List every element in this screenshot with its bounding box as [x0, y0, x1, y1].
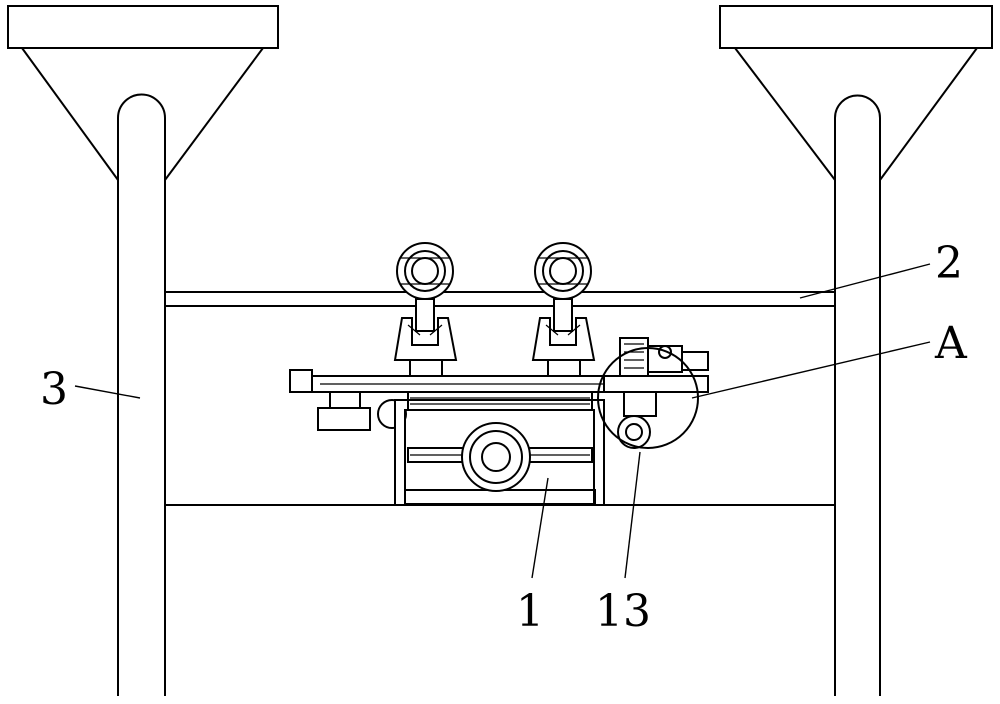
bracket-line: [407, 324, 421, 336]
roller-bracket: [393, 317, 458, 361]
left-top-plate: [7, 5, 279, 49]
roller-assembly-right: [531, 242, 596, 377]
roller-ring: [542, 250, 584, 292]
detail-a-circle: [597, 347, 699, 449]
rail-end-cap: [289, 369, 313, 393]
carriage-body: [394, 391, 605, 506]
left-funnel-left-edge: [21, 47, 119, 181]
bracket-line: [429, 324, 443, 336]
leader-3: [74, 385, 141, 399]
roller-ring: [404, 250, 446, 292]
carriage-frame: [394, 399, 605, 506]
right-support-column: [719, 5, 993, 696]
drive-shaft-housing: [623, 391, 657, 417]
left-funnel-right-edge: [164, 47, 264, 181]
drive-base-plate: [603, 375, 709, 393]
side-motor-mount: [329, 391, 361, 409]
carriage-wheel-outer: [461, 422, 531, 492]
bracket-line: [567, 324, 581, 336]
bracket-line: [545, 324, 559, 336]
callout-a: A: [934, 318, 968, 369]
carriage-top-band: [407, 391, 593, 411]
motor-end: [681, 351, 709, 371]
callout-2: 2: [935, 238, 963, 289]
carriage-wheel-hub: [481, 442, 511, 472]
leader-1: [531, 477, 549, 579]
leader-13: [624, 451, 641, 579]
roller-stem: [415, 298, 435, 332]
callout-13: 13: [595, 586, 651, 637]
callout-labels: 2 A 3 1 13: [40, 238, 968, 637]
leader-a: [691, 341, 931, 399]
drive-wheel-outer: [617, 415, 651, 449]
roller-base: [409, 359, 443, 377]
carriage-wheel-ring: [469, 430, 523, 484]
roller-stem: [553, 298, 573, 332]
carriage-bottom-band: [404, 489, 596, 505]
leader-2: [799, 263, 931, 299]
left-post: [117, 93, 166, 696]
roller-bracket: [531, 317, 596, 361]
callout-3: 3: [40, 364, 68, 415]
right-top-plate: [719, 5, 993, 49]
left-support-column: [7, 5, 279, 696]
drive-assembly: [597, 337, 709, 449]
right-funnel-left-edge: [734, 47, 836, 181]
side-motor: [317, 407, 371, 431]
right-post: [834, 94, 881, 696]
roller-assembly-left: [393, 242, 458, 377]
motor-cap: [658, 345, 672, 359]
right-funnel-right-edge: [879, 47, 978, 181]
callout-1: 1: [516, 586, 544, 637]
drive-wheel-hub: [625, 423, 643, 441]
roller-base: [547, 359, 581, 377]
leader-lines: [74, 263, 931, 579]
